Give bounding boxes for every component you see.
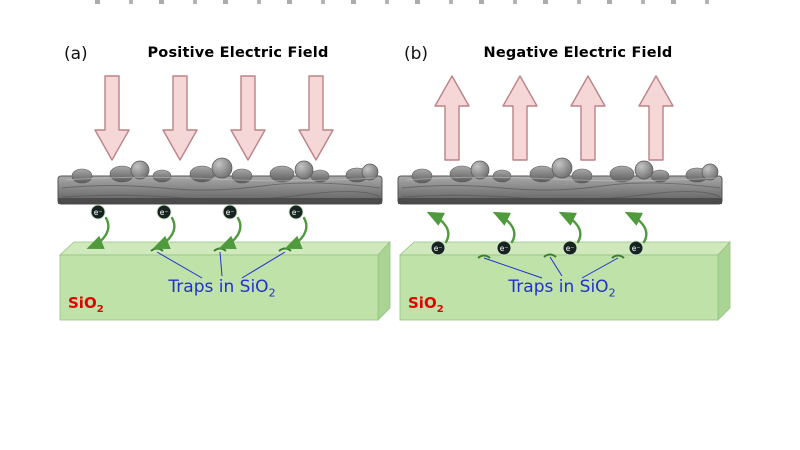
trap-pointer-line (156, 251, 203, 279)
panel-a-header: (a) Positive Electric Field (52, 42, 392, 68)
electron-arrow (426, 211, 450, 244)
substrate-label: SiO2 (68, 294, 104, 315)
substrate-label-sub: 2 (96, 304, 104, 315)
electron-label: e⁻ (500, 244, 509, 253)
panel-a-graphic: e⁻ e⁻ e⁻ e⁻ (57, 75, 391, 321)
electrons: e⁻ e⁻ e⁻ e⁻ (430, 240, 644, 256)
electron-label: e⁻ (226, 208, 235, 217)
electron: e⁻ (562, 240, 578, 256)
film-nanoparticles (470, 157, 719, 181)
trap-pointer-line (219, 251, 223, 277)
trap-pointer-line (241, 251, 286, 279)
trap-pointer-line (581, 257, 619, 279)
field-arrow-up (502, 75, 538, 161)
nano-film-layer (57, 157, 383, 205)
electron-arrow (624, 211, 648, 244)
trap-mark (543, 253, 557, 258)
substrate-front-face (399, 254, 719, 321)
traps-label: Traps in SiO2 (392, 277, 732, 299)
panel-a-canvas: e⁻ e⁻ e⁻ e⁻ SiO (52, 72, 392, 344)
panel-a-label: (a) (64, 44, 88, 64)
trap-pointer-line (483, 257, 543, 279)
electron: e⁻ (222, 204, 238, 220)
substrate-label-text: SiO (408, 294, 437, 312)
electron: e⁻ (496, 240, 512, 256)
substrate-label-text: SiO (68, 294, 97, 312)
trap-pointer-line (549, 256, 563, 277)
field-arrow-down (230, 75, 266, 161)
electron-arrow (284, 216, 308, 250)
trap-pointer-lines (156, 251, 286, 279)
panel-a-title: Positive Electric Field (147, 45, 329, 61)
field-arrow-up (434, 75, 470, 161)
traps-label-sub: 2 (268, 286, 276, 300)
panel-negative-field: (b) Negative Electric Field (392, 42, 732, 362)
electron: e⁻ (430, 240, 446, 256)
traps-label: Traps in SiO2 (52, 277, 392, 299)
electron: e⁻ (90, 204, 106, 220)
electron-arrow (492, 211, 516, 244)
electron-arrow (152, 216, 176, 250)
electron-label: e⁻ (632, 244, 641, 253)
field-arrows-down (94, 75, 334, 161)
field-arrow-up (570, 75, 606, 161)
electron-label: e⁻ (566, 244, 575, 253)
field-arrow-down (94, 75, 130, 161)
electrons-and-arrows: e⁻ e⁻ e⁻ e⁻ (86, 204, 308, 250)
traps-label-text: Traps in SiO (508, 277, 609, 297)
electron-arrows-up (426, 211, 648, 244)
field-arrow-down (298, 75, 334, 161)
electron-label: e⁻ (160, 208, 169, 217)
electron-arrows-down (86, 216, 308, 250)
electron-arrow (558, 211, 582, 244)
panel-b-canvas: e⁻ e⁻ e⁻ e⁻ SiO (392, 72, 732, 344)
substrate-label: SiO2 (408, 294, 444, 315)
panel-positive-field: (a) Positive Electric Field (52, 42, 392, 362)
trap-pointer-lines (483, 256, 619, 279)
electron-arrow (218, 216, 242, 250)
field-arrows-up (434, 75, 674, 161)
trap-mark (611, 254, 625, 259)
panel-b-label: (b) (404, 44, 429, 64)
trap-mark (477, 254, 491, 259)
electron-label: e⁻ (292, 208, 301, 217)
electrons: e⁻ e⁻ e⁻ e⁻ (90, 204, 304, 220)
traps-label-sub: 2 (608, 286, 616, 300)
film-nanoparticles (130, 157, 379, 181)
cropped-text-top-edge (95, 0, 720, 4)
electrons-and-arrows: e⁻ e⁻ e⁻ e⁻ (426, 211, 648, 256)
field-arrow-down (162, 75, 198, 161)
substrate-label-sub: 2 (436, 304, 444, 315)
panel-b-title: Negative Electric Field (483, 45, 673, 61)
electron: e⁻ (628, 240, 644, 256)
substrate-front-face (59, 254, 379, 321)
field-arrow-up (638, 75, 674, 161)
trap-marks (477, 253, 625, 259)
panel-b-graphic: e⁻ e⁻ e⁻ e⁻ (397, 75, 731, 321)
electron-arrow (86, 216, 110, 250)
traps-label-text: Traps in SiO (168, 277, 269, 297)
electron: e⁻ (288, 204, 304, 220)
sio2-substrate (58, 240, 391, 321)
panel-b-header: (b) Negative Electric Field (392, 42, 732, 68)
substrate-top-face (58, 241, 391, 256)
nano-film-layer (397, 157, 723, 205)
electron-label: e⁻ (434, 244, 443, 253)
electron: e⁻ (156, 204, 172, 220)
electron-label: e⁻ (94, 208, 103, 217)
